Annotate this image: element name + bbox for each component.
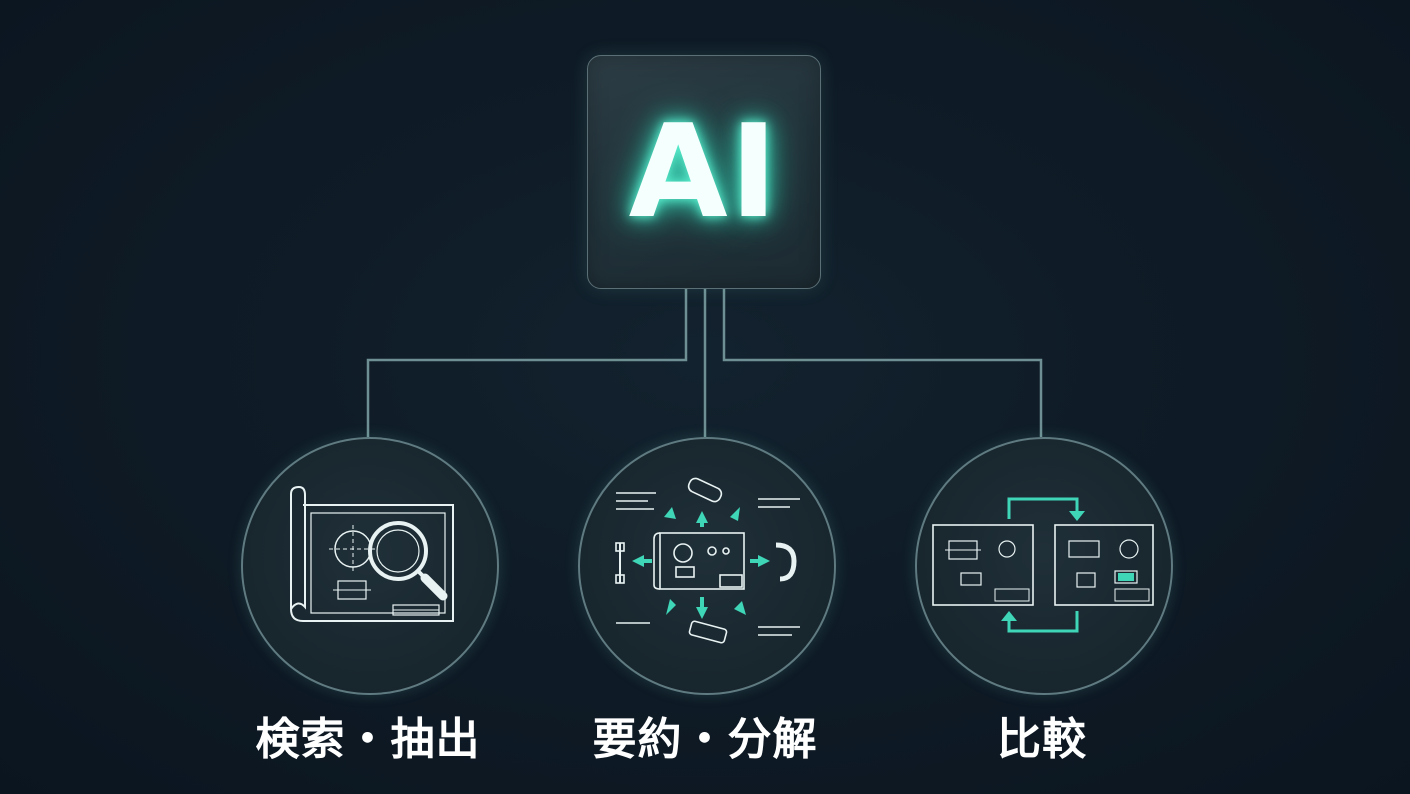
ai-box: AI bbox=[587, 55, 821, 289]
connector-right bbox=[722, 287, 1043, 437]
node-summarize-decompose bbox=[578, 437, 836, 695]
connector-left bbox=[366, 287, 688, 437]
node-label-compare: 比較 bbox=[997, 714, 1087, 765]
node-label-summarize-decompose: 要約・分解 bbox=[592, 714, 818, 765]
blueprint-magnifier-icon bbox=[290, 485, 454, 622]
blueprint-decompose-icon bbox=[615, 477, 800, 644]
node-compare bbox=[915, 437, 1173, 695]
node-search-extract bbox=[241, 437, 499, 695]
node-label-search-extract: 検索・抽出 bbox=[255, 714, 481, 765]
ai-label: AI bbox=[628, 97, 780, 247]
blueprint-compare-icon bbox=[932, 497, 1154, 633]
